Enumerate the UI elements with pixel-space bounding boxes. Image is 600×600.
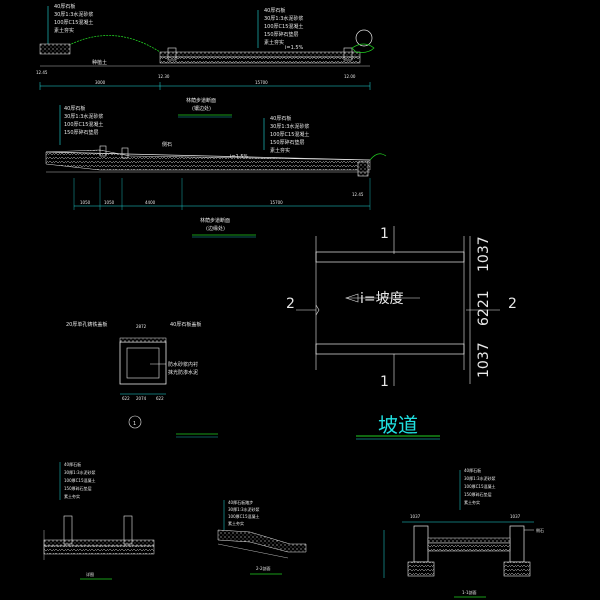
dimension: 15700: [255, 80, 268, 85]
level: 12.00: [344, 74, 356, 79]
label: 40厚石板: [464, 467, 481, 473]
label: 素土夯实: [228, 520, 244, 526]
drain-detail: 20厚单孔铸铁盖板 40厚石板盖板 2872 防水砂浆内衬 抹光防渗水泥 622…: [66, 321, 218, 438]
detail-2: 40厚石板踏步 30厚1:3水泥砂浆 100厚C15混凝土 素土夯实 2-2剖面: [217, 499, 307, 575]
section-a: 40厚石板 30厚1:3水泥砂浆 100厚C15混凝土 素土夯实 40厚石板 3…: [36, 3, 375, 118]
label: 100厚C15混凝土: [464, 483, 496, 489]
level: 12.30: [158, 74, 170, 79]
callout: 侧石: [162, 141, 172, 148]
label: 100厚C15混凝土: [64, 121, 103, 128]
label: 30厚1:3水泥砂浆: [64, 469, 96, 475]
detail-title: 1-1剖面: [462, 589, 477, 595]
label: 150厚碎石垫层: [64, 485, 92, 491]
detail-title: 详图: [86, 571, 94, 577]
label: 素土夯实: [64, 493, 80, 499]
label: 100厚C15混凝土: [54, 19, 93, 26]
label: 150厚碎石垫层: [64, 129, 99, 136]
section-marker: 1: [380, 374, 389, 390]
label: 40厚石板盖板: [170, 321, 201, 328]
label: 100厚C15混凝土: [64, 477, 96, 483]
label: 100厚C15混凝土: [270, 131, 309, 138]
section-marker: 2: [286, 296, 295, 312]
dimension: 6221: [476, 290, 492, 326]
ramp-plan: 1 1 2 2 i=坡度 1037 6221 1037 坡道: [286, 226, 517, 440]
label: 40厚石板: [54, 3, 75, 10]
label: 40厚石板踏步: [228, 499, 253, 505]
section-subtitle: (镶边处): [192, 105, 211, 112]
label: 30厚1:3水泥砂浆: [270, 123, 309, 130]
ramp-title: 坡道: [378, 413, 418, 437]
label: 素土夯实: [270, 147, 290, 154]
section-marker: 2: [508, 296, 517, 312]
dimension: 1037: [510, 514, 521, 519]
callout: 种植土: [92, 59, 107, 66]
label: 30厚1:3水泥砂浆: [228, 506, 260, 512]
label: 40厚石板: [64, 461, 81, 467]
section-a-left-labels: 40厚石板 30厚1:3水泥砂浆 100厚C15混凝土 素土夯实: [47, 3, 93, 48]
callout: 侧石: [536, 527, 544, 533]
label: 100厚C15混凝土: [228, 513, 260, 519]
label: 素土夯实: [464, 499, 480, 505]
label: 防水砂浆内衬: [168, 361, 198, 368]
dimension: 622: [122, 396, 130, 401]
detail-1: 40厚石板 30厚1:3水泥砂浆 100厚C15混凝土 150厚碎石垫层 素土夯…: [43, 461, 155, 580]
label: 150厚碎石垫层: [464, 491, 492, 497]
label: 150厚碎石垫层: [264, 31, 299, 38]
level: 12.45: [36, 70, 48, 75]
dimension: 2074: [136, 396, 147, 401]
section-a-right-labels: 40厚石板 30厚1:3水泥砂浆 100厚C15混凝土 150厚碎石垫层 素土夯…: [257, 7, 303, 48]
dimension: 1037: [476, 236, 492, 272]
dimension: 3000: [95, 80, 106, 85]
section-title: 林荫步道断面: [200, 217, 230, 224]
label: 40厚石板: [264, 7, 285, 14]
label: 30厚1:3水泥砂浆: [264, 15, 303, 22]
section-title: 林荫步道断面: [186, 97, 216, 104]
dimension: 1037: [476, 342, 492, 378]
section-b: 40厚石板 30厚1:3水泥砂浆 100厚C15混凝土 150厚碎石垫层 40厚…: [45, 105, 387, 238]
dimension: 1050: [80, 200, 91, 205]
detail-marker: 1: [133, 421, 136, 427]
dimension: 622: [156, 396, 164, 401]
label: 素土夯实: [264, 39, 284, 46]
label: 20厚单孔铸铁盖板: [66, 321, 107, 328]
label: 素土夯实: [54, 27, 74, 34]
detail-title: 2-2剖面: [256, 565, 271, 571]
slope-label: i=1.5%: [285, 45, 304, 51]
label: 30厚1:3水泥砂浆: [464, 475, 496, 481]
label: 40厚石板: [270, 115, 291, 122]
level: 12.45: [352, 192, 364, 197]
dimension: 15700: [270, 200, 283, 205]
label: 150厚碎石垫层: [270, 139, 305, 146]
section-subtitle: (边缘处): [206, 225, 225, 232]
label: 抹光防渗水泥: [168, 369, 198, 376]
label: 100厚C15混凝土: [264, 23, 303, 30]
dimension: 4400: [145, 200, 156, 205]
slope-label: i=坡度: [360, 291, 404, 307]
label: 30厚1:3水泥砂浆: [64, 113, 103, 120]
section-marker: 1: [380, 226, 389, 242]
dimension: 2872: [136, 324, 147, 329]
dimension: 1037: [410, 514, 421, 519]
detail-3: 40厚石板 30厚1:3水泥砂浆 100厚C15混凝土 150厚碎石垫层 素土夯…: [383, 467, 544, 598]
label: 30厚1:3水泥砂浆: [54, 11, 93, 18]
label: 40厚石板: [64, 105, 85, 112]
dimension: 1050: [104, 200, 115, 205]
